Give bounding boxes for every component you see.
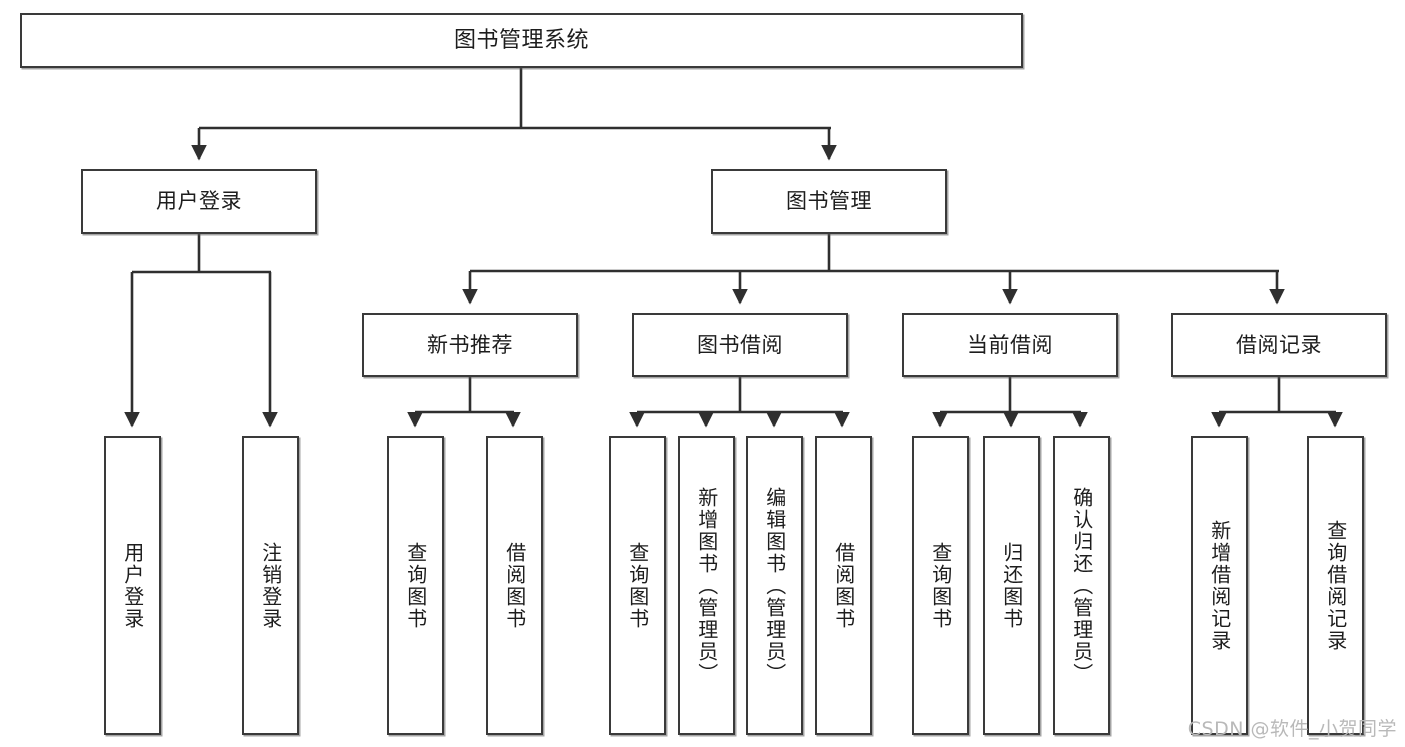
node-leaf-query-book-3[interactable]: 查询图书 bbox=[912, 436, 969, 735]
node-label: 用户登录 bbox=[120, 541, 145, 630]
node-leaf-user-logout[interactable]: 注销登录 bbox=[242, 436, 299, 735]
node-leaf-query-borrow-record[interactable]: 查询借阅记录 bbox=[1307, 436, 1364, 735]
node-label: 图书管理系统 bbox=[453, 27, 589, 53]
node-leaf-add-book-admin[interactable]: 新增图书（管理员） bbox=[678, 436, 735, 735]
node-label: 图书管理 bbox=[786, 189, 872, 214]
node-label: 借阅图书 bbox=[502, 541, 527, 630]
node-leaf-query-book-2[interactable]: 查询图书 bbox=[609, 436, 666, 735]
node-label: 新增图书（管理员） bbox=[694, 486, 719, 685]
watermark: CSDN @软件_小贺同学 bbox=[1187, 718, 1397, 740]
node-label: 查询图书 bbox=[625, 541, 650, 630]
node-label: 查询图书 bbox=[403, 541, 428, 630]
node-label: 用户登录 bbox=[156, 189, 242, 214]
node-label: 借阅记录 bbox=[1236, 332, 1322, 357]
node-label: 借阅图书 bbox=[831, 541, 856, 630]
node-label: 图书借阅 bbox=[697, 332, 783, 357]
node-borrow-record[interactable]: 借阅记录 bbox=[1171, 313, 1387, 377]
node-root-system[interactable]: 图书管理系统 bbox=[20, 13, 1023, 68]
node-leaf-borrow-book-1[interactable]: 借阅图书 bbox=[486, 436, 543, 735]
node-leaf-add-borrow-record[interactable]: 新增借阅记录 bbox=[1191, 436, 1248, 735]
node-label: 注销登录 bbox=[258, 541, 283, 630]
node-book-manage[interactable]: 图书管理 bbox=[711, 169, 947, 234]
node-label: 新书推荐 bbox=[427, 332, 513, 357]
node-book-borrow[interactable]: 图书借阅 bbox=[632, 313, 848, 377]
node-label: 编辑图书（管理员） bbox=[762, 486, 787, 685]
node-leaf-user-login[interactable]: 用户登录 bbox=[104, 436, 161, 735]
node-label: 归还图书 bbox=[999, 541, 1024, 630]
node-leaf-confirm-return-admin[interactable]: 确认归还（管理员） bbox=[1053, 436, 1110, 735]
node-new-book-recommend[interactable]: 新书推荐 bbox=[362, 313, 578, 377]
node-leaf-return-book[interactable]: 归还图书 bbox=[983, 436, 1040, 735]
node-leaf-borrow-book-2[interactable]: 借阅图书 bbox=[815, 436, 872, 735]
node-label: 查询图书 bbox=[928, 541, 953, 630]
node-label: 当前借阅 bbox=[967, 332, 1053, 357]
node-current-borrow[interactable]: 当前借阅 bbox=[902, 313, 1118, 377]
node-label: 查询借阅记录 bbox=[1323, 519, 1348, 652]
node-label: 确认归还（管理员） bbox=[1069, 486, 1094, 685]
node-leaf-edit-book-admin[interactable]: 编辑图书（管理员） bbox=[746, 436, 803, 735]
node-label: 新增借阅记录 bbox=[1207, 519, 1232, 652]
node-user-login[interactable]: 用户登录 bbox=[81, 169, 317, 234]
node-leaf-query-book-1[interactable]: 查询图书 bbox=[387, 436, 444, 735]
